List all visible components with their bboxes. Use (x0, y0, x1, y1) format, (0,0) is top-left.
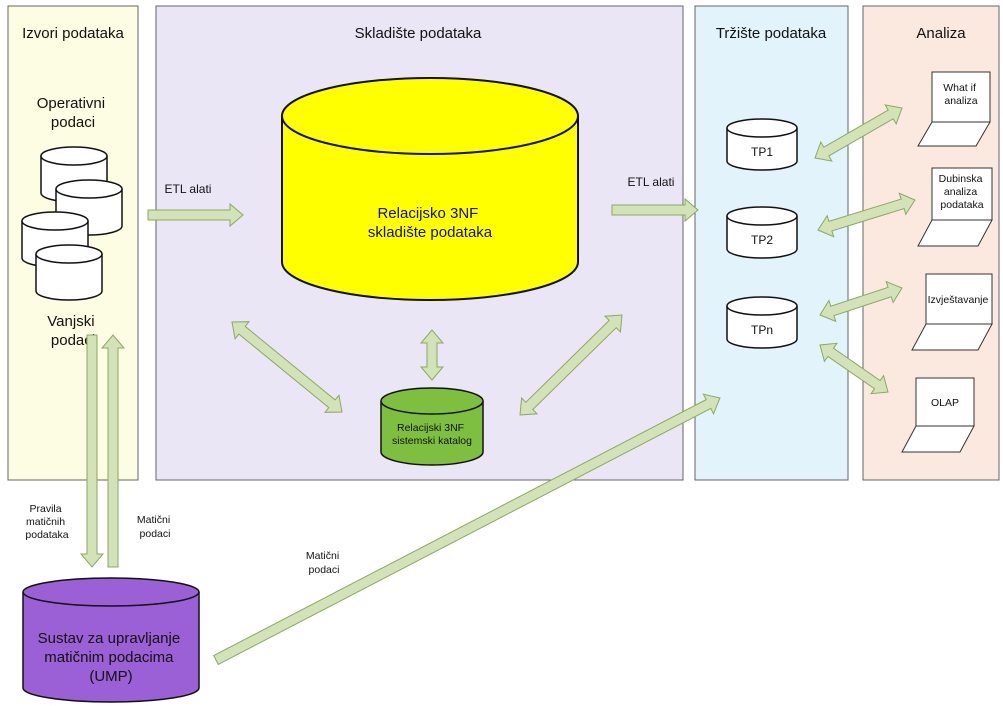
arrows-layer (79, 104, 916, 666)
main-warehouse-label: Relacijsko 3NF skladište podataka (368, 205, 493, 241)
analysis-tool-label: What if analiza (943, 82, 979, 107)
catalog-link-arrow (419, 329, 445, 381)
master-data-arrow (100, 334, 126, 568)
external-data-label: Vanjski podaci (47, 313, 98, 349)
data-mart-label: TPn (751, 323, 773, 337)
operational-data-line-1: Operativni (37, 95, 105, 112)
operational-data-label: Operativni podaci (37, 95, 110, 131)
data-mart-label: TP2 (751, 233, 773, 247)
system-catalog-label: Relacijski 3NF sistemski katalog (392, 422, 472, 447)
catalog-link-arrow (519, 314, 623, 416)
etl-label: ETL alati (628, 175, 675, 189)
mdm-rules-line: Pravila (29, 503, 61, 515)
lane-title-marts: Tržište podataka (716, 25, 827, 42)
data-mart-label: TP1 (751, 145, 773, 159)
analysis-tool-label: Dubinska analiza podataka (939, 173, 986, 211)
data-mart-database (726, 118, 798, 171)
master-data-label: Matični podaci (137, 514, 173, 540)
ump-line: (UMP) (89, 668, 132, 685)
catalog-link-arrow (231, 321, 343, 413)
ump-line: Sustav za upravljanje (38, 630, 181, 647)
analysis-link-arrow (819, 342, 889, 395)
lane-title-warehouse: Skladište podataka (355, 25, 482, 42)
mdm-rules-line: matičnih (26, 516, 65, 528)
main-warehouse-database (281, 77, 579, 301)
ump-line: matičnim podacima (44, 649, 174, 666)
analysis-link-arrow (817, 192, 916, 238)
analysis-tool-line: analiza (944, 95, 977, 107)
analysis-tool-line: What if (943, 82, 976, 94)
etl-label: ETL alati (165, 182, 212, 196)
analysis-tool-line: Dubinska (939, 173, 983, 185)
analysis-tool-label: Izvještavanje (928, 294, 989, 306)
operational-data-line-2: podaci (51, 114, 95, 131)
laptop-icon (917, 71, 991, 147)
system-catalog-line-2: sistemski katalog (392, 435, 472, 447)
mdm-rules-line: podataka (25, 529, 68, 541)
ump-database (22, 577, 200, 703)
ump-label: Sustav za upravljanje matičnim podacima … (38, 630, 185, 685)
lane-title-sources: Izvori podataka (22, 25, 124, 42)
master-data-line: podaci (140, 528, 171, 540)
analysis-link-arrow (819, 280, 903, 323)
data-mart-database (726, 206, 798, 259)
etl-arrow (147, 202, 244, 228)
master-data-line: Matični (306, 550, 339, 562)
lane-title-analysis: Analiza (916, 25, 966, 42)
system-catalog-line-1: Relacijski 3NF (397, 422, 464, 434)
mdm-rules-label: Pravila matičnih podataka (25, 503, 68, 541)
external-data-line-2: podaci (51, 332, 95, 349)
laptop-icon (911, 273, 993, 351)
mdm-rules-arrow (79, 334, 105, 568)
analysis-tool-label: OLAP (931, 397, 959, 409)
main-warehouse-line-1: Relacijsko 3NF (377, 205, 478, 222)
master-data-arrow (213, 393, 721, 666)
master-data-label: Matični podaci (306, 550, 342, 576)
analysis-link-arrow (814, 104, 903, 162)
laptop-icon (901, 377, 975, 453)
external-data-line-1: Vanjski (47, 313, 94, 330)
master-data-line: Matični (137, 514, 170, 526)
etl-arrow (611, 197, 699, 223)
data-mart-database (726, 296, 798, 349)
analysis-tool-line: podataka (940, 199, 983, 211)
master-data-line: podaci (309, 564, 340, 576)
analysis-tool-line: analiza (944, 186, 977, 198)
system-catalog-database (380, 387, 484, 466)
source-database-icon (35, 244, 103, 301)
laptop-icon (917, 167, 993, 247)
main-warehouse-line-2: skladište podataka (368, 224, 493, 241)
